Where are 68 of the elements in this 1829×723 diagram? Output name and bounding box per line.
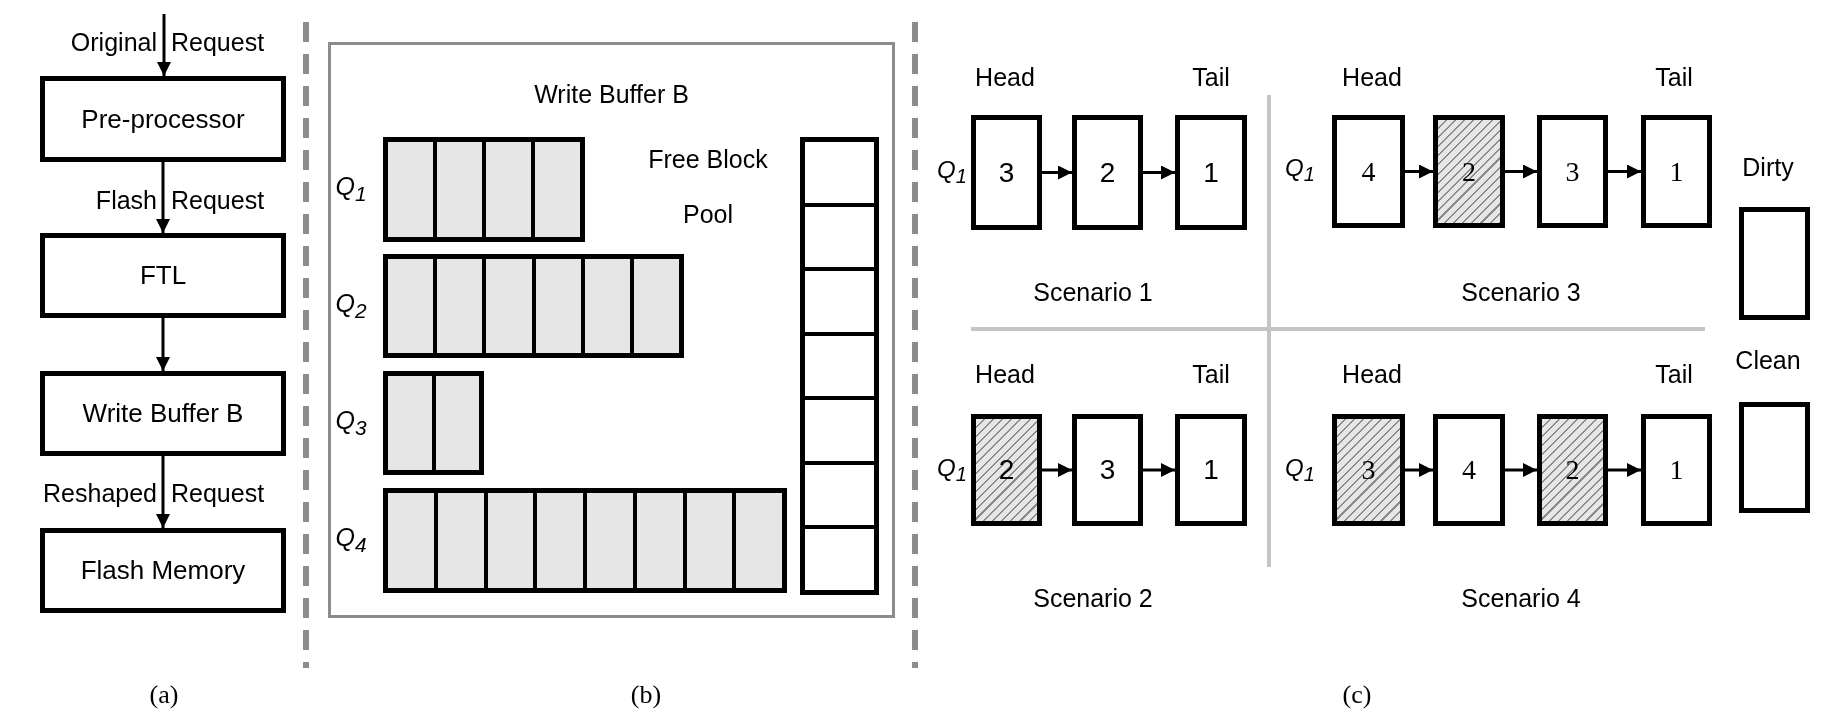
queue-label: Q$_{1}$	[937, 453, 967, 487]
legend-label: Clean	[1735, 345, 1801, 375]
arrow	[1608, 164, 1641, 179]
process-box: Pre-processor	[40, 76, 286, 162]
position-label: Head	[1342, 62, 1402, 92]
arrow	[156, 162, 170, 233]
edge-label: Reshaped Request	[43, 478, 266, 508]
arrow	[1143, 165, 1175, 180]
queue-block: 1	[1175, 115, 1247, 230]
arrow	[1042, 463, 1072, 477]
position-label: Head	[1342, 359, 1402, 389]
position-label: Tail	[1192, 359, 1230, 389]
position-label: Tail	[1655, 359, 1693, 389]
queue-block: 2	[1072, 115, 1143, 230]
edge-label: Flash Request	[94, 185, 265, 215]
scenario-caption: Scenario 4	[1461, 583, 1581, 613]
queue-block: 2	[971, 414, 1042, 526]
panel-caption: (b)	[630, 680, 662, 710]
queue-block: 2	[1433, 115, 1505, 228]
panel-title: Write Buffer B	[533, 80, 690, 109]
queue-bar	[383, 254, 684, 358]
position-label: Head	[975, 359, 1035, 389]
free-block-column	[800, 137, 879, 595]
queue-label: Q$_{2}$	[335, 289, 367, 323]
arrow	[157, 14, 171, 76]
arrow	[156, 318, 170, 371]
queue-block: 1	[1175, 414, 1247, 526]
queue-block: 2	[1537, 414, 1608, 526]
queue-bar	[383, 137, 585, 242]
queue-block: 4	[1332, 115, 1405, 228]
arrow	[156, 456, 170, 528]
arrow	[1042, 165, 1072, 180]
queue-bar	[383, 488, 787, 593]
arrow	[1405, 463, 1433, 477]
queue-label: Q$_{1}$	[1285, 153, 1315, 187]
process-box: Write Buffer B	[40, 371, 286, 456]
queue-label: Q$_{4}$	[335, 523, 367, 557]
position-label: Tail	[1655, 62, 1693, 92]
arrow	[1143, 463, 1175, 477]
queue-label: Q$_{1}$	[937, 155, 967, 189]
panel-caption: (c)	[1342, 680, 1372, 710]
arrow	[1405, 164, 1433, 179]
panel-caption: (a)	[149, 680, 179, 710]
queue-block: 3	[971, 115, 1042, 230]
scenario-caption: Scenario 3	[1461, 277, 1581, 307]
edge-label: Original Request	[69, 27, 265, 57]
queue-label: Q$_{1}$	[335, 172, 367, 206]
queue-label: Q$_{1}$	[1285, 453, 1315, 487]
position-label: Tail	[1192, 62, 1230, 92]
arrow	[1505, 164, 1537, 179]
queue-label: Q$_{3}$	[335, 406, 367, 440]
buffer-panel	[328, 42, 895, 618]
queue-block: 1	[1641, 414, 1712, 526]
scenario-caption: Scenario 2	[1033, 583, 1153, 613]
legend-label: Dirty	[1742, 152, 1794, 182]
queue-block: 3	[1537, 115, 1608, 228]
process-box: Flash Memory	[40, 528, 286, 613]
process-box: FTL	[40, 233, 286, 318]
scenario-caption: Scenario 1	[1033, 277, 1153, 307]
queue-block: 4	[1433, 414, 1505, 526]
arrow	[1505, 463, 1537, 477]
position-label: Head	[975, 62, 1035, 92]
queue-block: 3	[1332, 414, 1405, 526]
queue-bar	[383, 371, 484, 475]
arrow	[1608, 463, 1641, 477]
queue-block: 1	[1641, 115, 1712, 228]
pool-label: Free Block Pool	[647, 144, 769, 230]
queue-block: 3	[1072, 414, 1143, 526]
